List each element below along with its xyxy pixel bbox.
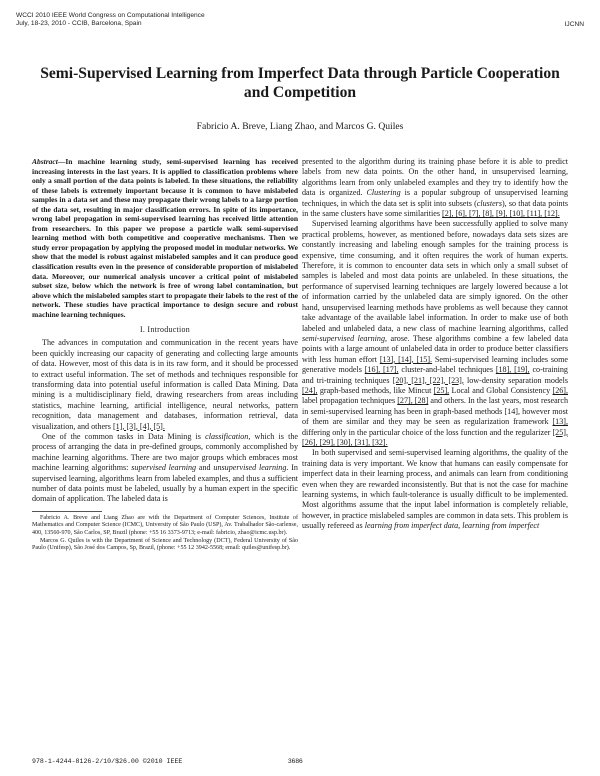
citation-link[interactable]: [20], [21], [22], [23], — [392, 375, 464, 385]
term-clustering: Clustering — [366, 188, 401, 198]
right-p2-text: co-training and tri-training techniques — [302, 365, 568, 385]
right-p1-text: ), so that data points in the same clust… — [302, 198, 568, 219]
section-heading-introduction: I. Introduction — [139, 325, 191, 335]
paper-title: Semi-Supervised Learning from Imperfect … — [40, 65, 560, 101]
right-column: presented to the algorithm during its tr… — [302, 157, 568, 532]
term-supervised: supervised learning — [131, 463, 197, 473]
copyright-line: 978-1-4244-8126-2/10/$26.00 ©2010 IEEE — [32, 758, 183, 765]
intro-p2-text: . In supervised learning, algorithms lea… — [32, 463, 298, 504]
footnote-divider — [32, 510, 102, 512]
abstract-text: —In machine learning study, semi-supervi… — [32, 157, 298, 319]
right-p2-text: , arose. These algorithms combine a few … — [302, 333, 568, 364]
citation-link[interactable]: [13], — [552, 417, 568, 427]
right-p2-text: differing only in the particular choice … — [302, 427, 551, 437]
abstract-label: Abstract — [32, 157, 58, 166]
term-classification: classification — [205, 431, 249, 441]
right-p2-text: graph-based methods, like Mincut — [319, 385, 432, 395]
left-column: Abstract—In machine learning study, semi… — [32, 157, 298, 553]
conference-track: IJCNN — [564, 21, 584, 28]
term-unsupervised: unsupervised learning — [213, 463, 287, 473]
right-paragraph-3: In both supervised and semi-supervised l… — [302, 448, 568, 531]
term-semi-supervised: semi-supervised learning — [302, 333, 386, 343]
right-p3-text: In both supervised and semi-supervised l… — [302, 448, 568, 531]
right-p2-text: low-density separation models — [467, 375, 569, 385]
intro-p2-text: , which is the process of arranging the … — [32, 431, 299, 473]
citation-link[interactable]: [16], [17], — [364, 365, 399, 375]
right-p2-text: Supervised learning algorithms have been… — [302, 219, 568, 333]
intro-p1-text: The advances in computation and communic… — [32, 338, 298, 431]
paper-authors: Fabricio A. Breve, Liang Zhao, and Marco… — [196, 121, 404, 132]
intro-p2-text: and — [198, 463, 211, 473]
footnote-affiliation-1: Fabricio A. Breve and Liang Zhao are wit… — [32, 514, 298, 536]
right-p1-text: presented to the algorithm during its tr… — [302, 157, 568, 198]
citation-link[interactable]: [2], [6], [7], [8], [9], [10], [11], [12… — [442, 209, 560, 219]
term-clusters: clusters — [476, 198, 502, 208]
right-p2-text: and others. In the last years, most rese… — [302, 396, 568, 427]
conference-name: WCCI 2010 IEEE World Congress on Computa… — [16, 12, 205, 19]
right-paragraph-2: Supervised learning algorithms have been… — [302, 219, 568, 448]
citation-link[interactable]: [1], [3], [4], [5]. — [112, 421, 165, 431]
citation-link[interactable]: [25], [26], [29], [30], [31], [32]. — [302, 427, 568, 447]
citation-link[interactable]: [18], [19], — [495, 365, 530, 375]
conference-date-location: July, 18-23, 2010 - CCIB, Barcelona, Spa… — [16, 20, 142, 27]
right-p2-text: Local and Global Consistency — [451, 385, 551, 395]
intro-p2-text: One of the common tasks in Data Mining i… — [42, 431, 201, 441]
term-imperfect-data: learning from imperfect data, learning f… — [364, 521, 540, 531]
right-paragraph-1: presented to the algorithm during its tr… — [302, 157, 568, 219]
abstract: Abstract—In machine learning study, semi… — [32, 157, 298, 319]
right-p2-text: label propagation techniques — [302, 396, 396, 406]
intro-paragraph-1: The advances in computation and communic… — [32, 338, 298, 432]
footnote-affiliation-2: Marcos G. Quiles is with the Department … — [32, 537, 298, 552]
citation-link[interactable]: [24], — [302, 385, 318, 395]
right-p2-text: cluster-and-label techniques — [401, 365, 493, 375]
citation-link[interactable]: [13], [14], [15]. — [379, 354, 433, 364]
page-number: 3686 — [288, 758, 303, 765]
conference-header: WCCI 2010 IEEE World Congress on Computa… — [16, 12, 205, 28]
right-p1-text: is a popular subgroup of unsupervised le… — [302, 188, 568, 208]
citation-link[interactable]: [25], — [433, 385, 450, 395]
right-p2-text: Semi-supervised learning includes some g… — [302, 354, 568, 375]
intro-paragraph-2: One of the common tasks in Data Mining i… — [32, 432, 298, 505]
citation-link[interactable]: [27], [28] — [397, 396, 429, 406]
citation-link[interactable]: [26], — [552, 385, 569, 395]
